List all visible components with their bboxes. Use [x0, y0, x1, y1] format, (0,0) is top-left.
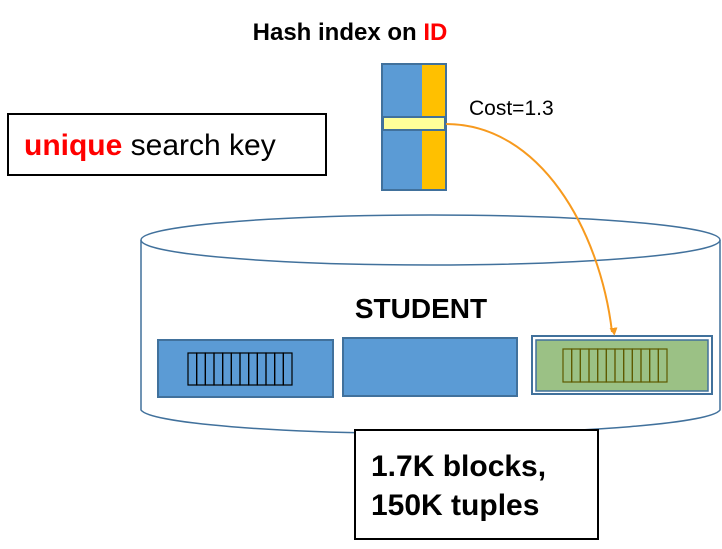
stats-blocks: 1.7K blocks, [371, 450, 546, 483]
tuple-cell [657, 348, 668, 383]
cost-label: Cost=1.3 [469, 97, 554, 120]
index-entry [382, 116, 446, 131]
tuple-strip-1 [187, 352, 293, 386]
table-name: STUDENT [355, 293, 487, 324]
stats-tuples: 150K tuples [371, 489, 539, 522]
tuple-cell [282, 352, 293, 386]
lookup-arrow [445, 123, 618, 336]
data-block-2 [342, 337, 518, 397]
search-key-label: unique search key [24, 129, 276, 162]
target-block-highlight [535, 339, 709, 392]
hash-index [381, 63, 447, 191]
search-key-box [7, 113, 327, 176]
tuple-strip-3 [562, 348, 668, 383]
diagram-title: Hash index on ID [253, 19, 448, 46]
stats-box [354, 429, 599, 540]
data-block-1 [157, 339, 334, 398]
student-table-cylinder [140, 214, 721, 435]
